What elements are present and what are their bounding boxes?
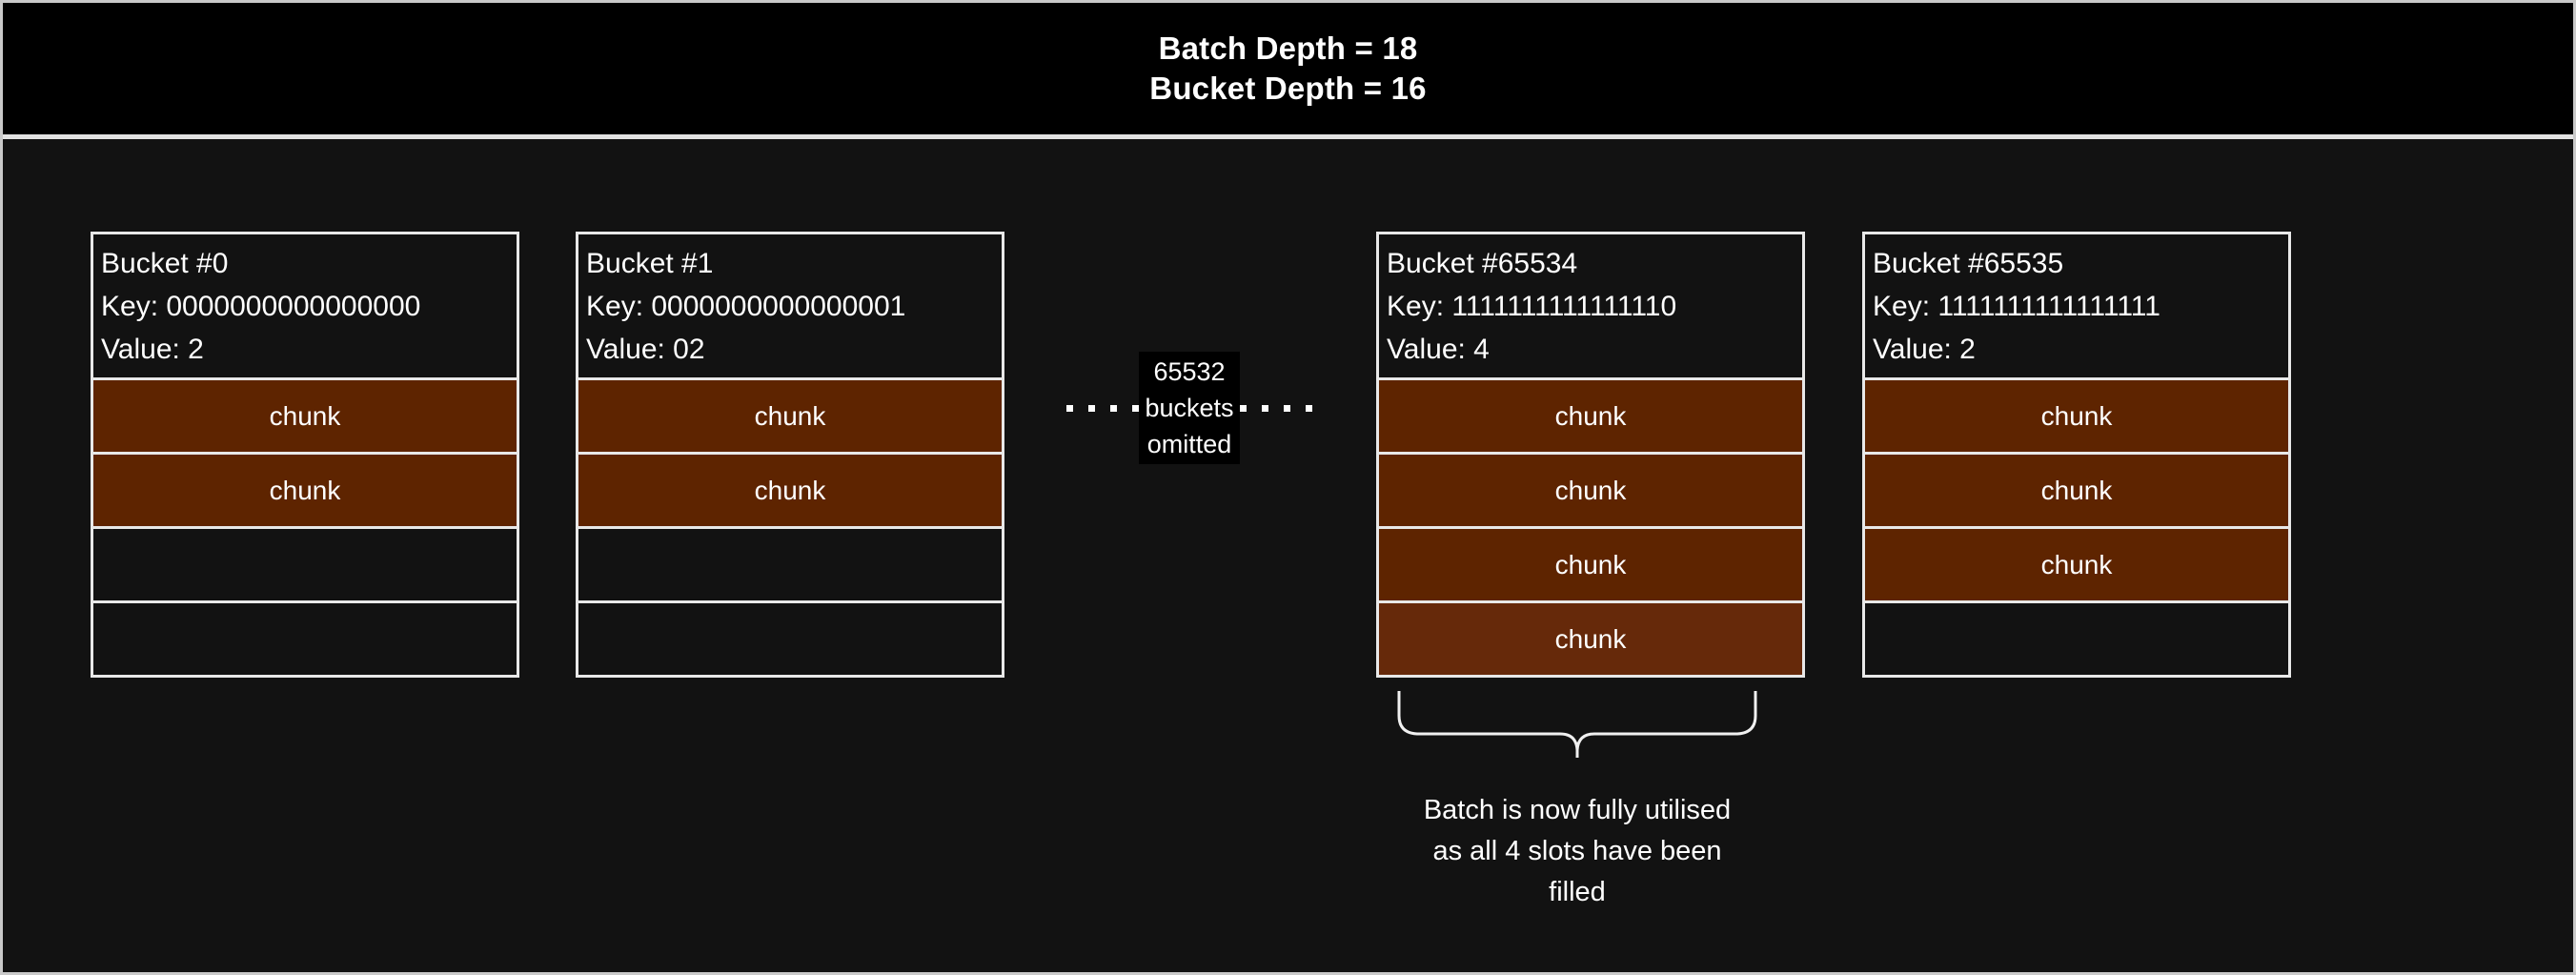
leader-dot [1110, 404, 1118, 412]
bucket-slots: chunk chunk [578, 377, 1002, 675]
header-banner: Batch Depth = 18 Bucket Depth = 16 [3, 3, 2573, 139]
omitted-buckets-label: 65532 buckets omitted [1139, 352, 1240, 464]
batch-depth-label: Batch Depth = 18 [1158, 30, 1418, 66]
bucket-slot-filled[interactable]: chunk [1865, 452, 2288, 526]
bucket-key: Key: 0000000000000001 [586, 291, 906, 322]
dot-leader-right [1239, 404, 1312, 412]
leader-dot [1261, 404, 1268, 412]
bucket-title: Bucket #65534 [1387, 248, 1578, 279]
leader-dot [1305, 404, 1312, 412]
bucket-slot-filled[interactable]: chunk [1379, 600, 1802, 675]
caption-line-1: Batch is now fully utilised [1423, 795, 1732, 825]
leader-dot [1239, 404, 1247, 412]
annotation-caption: Batch is now fully utilised as all 4 slo… [1368, 790, 1787, 913]
leader-dot [1132, 404, 1140, 412]
bucket-slots: chunk chunk chunk [1865, 377, 2288, 675]
bucket-slot-filled[interactable]: chunk [1865, 377, 2288, 452]
bucket-slot-filled[interactable]: chunk [1379, 377, 1802, 452]
bucket-value: Value: 4 [1387, 334, 1490, 365]
chunk-label: chunk [2040, 549, 2113, 579]
bucket-value: Value: 02 [586, 334, 705, 365]
caption-line-3: filled [1549, 877, 1606, 907]
chunk-label: chunk [1554, 549, 1627, 579]
bucket-key: Key: 1111111111111111 [1873, 291, 2160, 322]
caption-line-2: as all 4 slots have been [1432, 836, 1722, 866]
bucket-slot-empty[interactable] [578, 600, 1002, 675]
bucket-slots: chunk chunk [93, 377, 517, 675]
omitted-buckets-marker: 65532 buckets omitted [1032, 346, 1347, 470]
bucket-title: Bucket #1 [586, 248, 714, 279]
chunk-label: chunk [754, 400, 826, 431]
chunk-label: chunk [1554, 475, 1627, 505]
chunk-label: chunk [2040, 400, 2113, 431]
omitted-word-omitted: omitted [1146, 430, 1232, 458]
chunk-label: chunk [269, 400, 341, 431]
bucket-title: Bucket #65535 [1873, 248, 2064, 279]
bucket-slot-empty[interactable] [93, 526, 517, 600]
bucket-slot-filled[interactable]: chunk [578, 452, 1002, 526]
chunk-label: chunk [269, 475, 341, 505]
leader-dot [1066, 404, 1074, 412]
chunk-label: chunk [1554, 400, 1627, 431]
bucket-slot-filled[interactable]: chunk [1379, 526, 1802, 600]
chunk-label: chunk [1554, 623, 1627, 654]
bucket-slot-filled[interactable]: chunk [1379, 452, 1802, 526]
bucket-key: Key: 0000000000000000 [101, 291, 421, 322]
bucket-slot-empty[interactable] [578, 526, 1002, 600]
leader-dot [1283, 404, 1290, 412]
bucket-slot-empty[interactable] [93, 600, 517, 675]
chunk-label: chunk [2040, 475, 2113, 505]
bucket-slot-filled[interactable]: chunk [1865, 526, 2288, 600]
curly-brace [1396, 691, 1758, 758]
chunk-label: chunk [754, 475, 826, 505]
omitted-word-buckets: buckets [1145, 394, 1234, 422]
bucket-slot-filled[interactable]: chunk [578, 377, 1002, 452]
leader-dot [1088, 404, 1096, 412]
bucket-title: Bucket #0 [101, 248, 229, 279]
bucket-depth-label: Bucket Depth = 16 [1149, 71, 1427, 106]
bucket-slot-filled[interactable]: chunk [93, 452, 517, 526]
bucket-value: Value: 2 [101, 334, 204, 365]
omitted-count: 65532 [1153, 357, 1226, 386]
bucket-slot-filled[interactable]: chunk [93, 377, 517, 452]
bucket-slots: chunk chunk chunk chunk [1379, 377, 1802, 675]
curly-brace-icon [1397, 691, 1757, 758]
bucket-key: Key: 1111111111111110 [1387, 291, 1677, 322]
bucket-slot-empty[interactable] [1865, 600, 2288, 675]
dot-leader-left [1066, 404, 1140, 412]
bucket-value: Value: 2 [1873, 334, 1976, 365]
